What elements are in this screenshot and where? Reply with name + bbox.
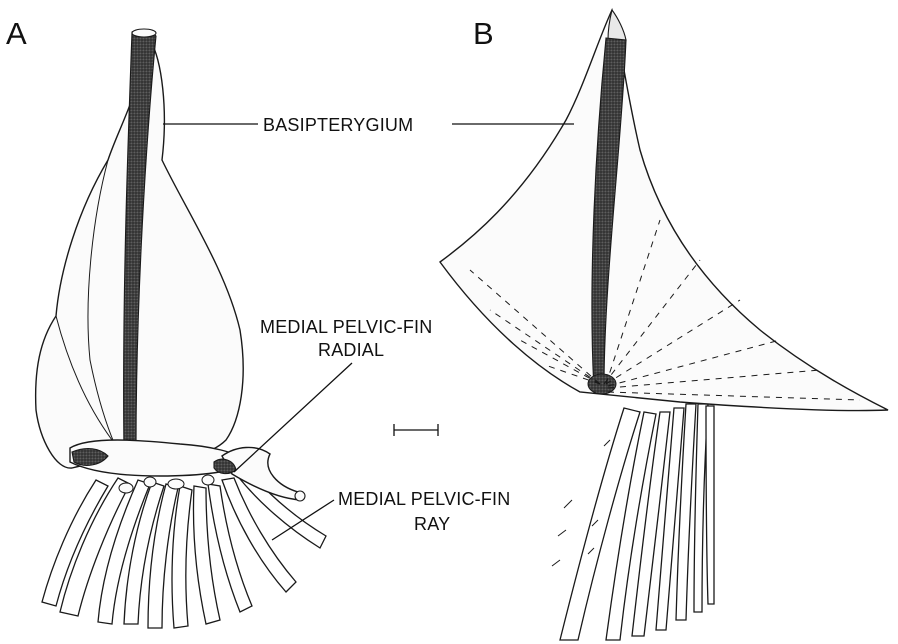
label-medial-ray-line1: MEDIAL PELVIC-FIN: [338, 489, 510, 509]
label-medial-ray-line2: RAY: [414, 514, 450, 534]
panel-label-a: A: [6, 16, 27, 51]
panel-b-drawing: [440, 10, 888, 640]
panel-label-b: B: [473, 16, 494, 51]
label-basipterygium-group: BASIPTERYGIUM: [163, 115, 574, 135]
panel-b-basipterygium-plate: [440, 10, 888, 411]
label-medial-radial-group: MEDIAL PELVIC-FIN RADIAL: [234, 317, 432, 472]
scale-bar: [394, 424, 438, 436]
label-basipterygium: BASIPTERYGIUM: [263, 115, 413, 135]
label-medial-radial-line1: MEDIAL PELVIC-FIN: [260, 317, 432, 337]
label-medial-radial-line2: RADIAL: [318, 340, 384, 360]
panel-b-fin-rays: [560, 404, 714, 640]
